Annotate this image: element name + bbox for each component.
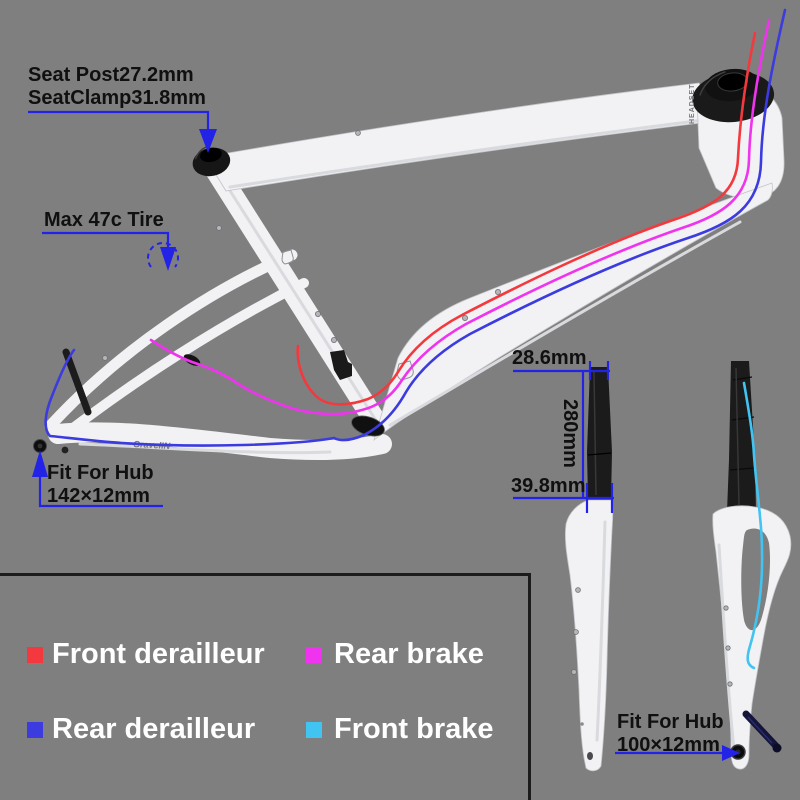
frame-cables: [44, 8, 787, 447]
fork-bolt: [575, 587, 581, 593]
axle-end-cap: [772, 743, 782, 753]
rear-hub-arrow: [32, 450, 48, 477]
seatpost-label: Seat Post27.2mm SeatClamp31.8mm: [28, 64, 206, 109]
rear-brake-cable: [149, 18, 771, 416]
rear-dropout-bolt: [61, 446, 69, 454]
bolt: [216, 225, 222, 231]
bolt: [314, 310, 321, 317]
chainstay: [48, 422, 392, 461]
front-hub-arrow: [722, 745, 740, 761]
steerer-base-dim: 39.8mm: [511, 475, 586, 497]
seatpost-arrow: [199, 129, 217, 153]
bolt: [494, 288, 501, 295]
steerer-top-dim: 28.6mm: [512, 347, 587, 369]
legend-swatch-rear-derailleur: [27, 722, 43, 738]
fender-hole: [580, 722, 584, 726]
annotation-lines: [28, 110, 740, 761]
seatpost-callout-line: [28, 110, 210, 131]
legend-swatch-front-derailleur: [27, 647, 43, 663]
legend-label-rear-brake: Rear brake: [334, 638, 484, 670]
steerer-tube-right: [727, 361, 756, 512]
legend-label-front-brake: Front brake: [334, 713, 494, 745]
fork-bolt: [723, 605, 729, 611]
legend-swatch-rear-brake: [306, 647, 322, 663]
legend-label-front-derailleur: Front derailleur: [52, 638, 265, 670]
front-hub-label-line1: Fit For Hub: [617, 711, 724, 733]
rear-derailleur-cable: [44, 8, 787, 447]
bike-frame: GravelIN HEADSET: [33, 68, 785, 461]
top-tube: [204, 82, 718, 192]
bolt: [330, 336, 337, 343]
seatpost-label-line1: Seat Post27.2mm: [28, 64, 194, 86]
fork-front-view: [564, 367, 614, 772]
rear-hub-label: Fit For Hub 142×12mm: [47, 462, 154, 507]
fork-bolt: [727, 681, 733, 687]
legend-label-rear-derailleur: Rear derailleur: [52, 713, 256, 745]
front-derailleur-cable: [296, 31, 757, 406]
rear-axle-rod: [62, 348, 92, 416]
steerer-tube-left: [587, 367, 612, 500]
max-tire-arrow: [160, 247, 176, 271]
max-tire-label: Max 47c Tire: [44, 209, 164, 231]
fork-side-view: [712, 361, 792, 770]
rear-hub-label-line1: Fit For Hub: [47, 462, 154, 484]
seatstay-far: [44, 249, 298, 432]
crest-logo-small: [281, 249, 294, 265]
front-hub-label-line2: 100×12mm: [617, 733, 720, 756]
fork-bolt: [573, 629, 579, 635]
bolt: [102, 355, 108, 361]
tire-clearance-arc: [147, 242, 179, 268]
seatpost-label-line2: SeatClamp31.8mm: [28, 86, 206, 109]
headtube-decal: HEADSET: [689, 84, 696, 124]
legend-box: [0, 573, 531, 800]
fork-bolt: [725, 645, 731, 651]
dropout-slot: [587, 752, 593, 760]
seatstay-near: [55, 278, 309, 443]
rear-hub-callout-line: [38, 477, 163, 508]
front-derailleur-mount: [330, 350, 352, 380]
front-brake-cable: [742, 381, 764, 670]
steerer-base-dim-line: [513, 483, 614, 513]
fork-blade-left: [564, 499, 614, 772]
rear-hub-label-line2: 142×12mm: [47, 484, 150, 507]
max-tire-callout-line: [42, 231, 170, 249]
front-hub-label: Fit For Hub 100×12mm: [617, 711, 724, 756]
bolt: [461, 314, 468, 321]
bolt: [355, 130, 361, 136]
fork-bolt: [571, 669, 577, 675]
legend-swatch-front-brake: [306, 722, 322, 738]
steerer-length-dim: 280mm: [559, 399, 581, 468]
steerer-top-dim-line: [513, 361, 610, 380]
